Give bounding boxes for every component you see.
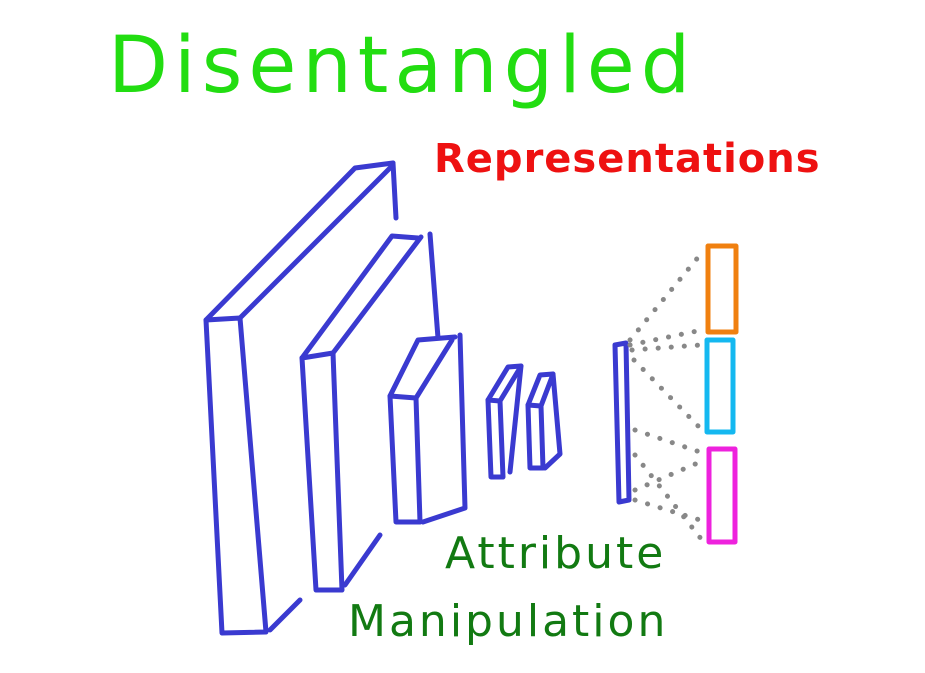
- diagram-title: Disentangled: [108, 21, 696, 111]
- caption-line-2: Manipulation: [348, 596, 668, 647]
- network-encoder: [203, 160, 632, 636]
- latent-connectors: [627, 252, 705, 543]
- latent-code-block-magenta: [706, 446, 738, 545]
- network-latent-layer: [612, 340, 632, 505]
- diagram-subtitle: Representations: [434, 136, 821, 182]
- network-layer-2: [299, 231, 441, 593]
- network-layer-4: [485, 363, 524, 480]
- network-layer-5: [525, 371, 563, 471]
- caption-line-1: Attribute: [445, 528, 666, 579]
- network-layer-1: [203, 160, 399, 636]
- latent-code-block-blue: [704, 337, 736, 435]
- latent-code-block-orange: [705, 243, 739, 335]
- network-layer-3: [387, 332, 468, 525]
